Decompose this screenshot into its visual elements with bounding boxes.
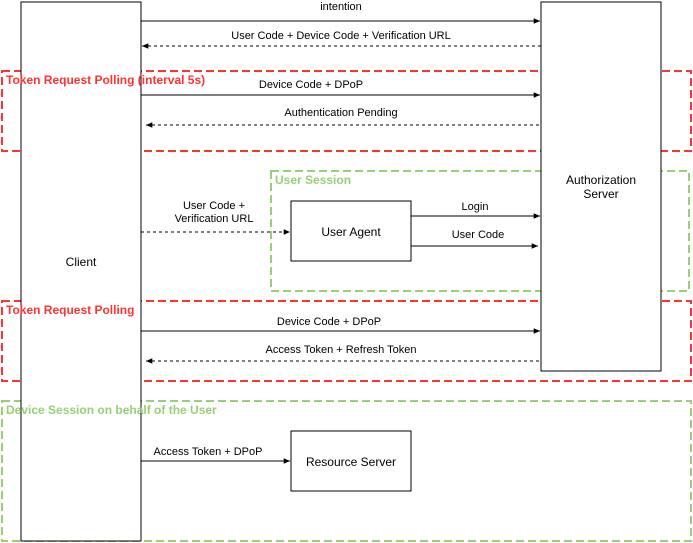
user-agent-label: User Agent [321,225,381,239]
group-device-session-label: Device Session on behalf of the User [6,403,217,417]
group-user-session-label: User Session [275,173,351,187]
group-device-session-frame [1,400,692,542]
msg-device-code-dpop-1-label: Device Code + DPoP [259,79,363,91]
msg-user-code-url-label-line1: User Code + [183,200,245,212]
resource-server-label: Resource Server [306,455,396,469]
client-box [20,1,142,542]
msg-login-label: Login [462,201,489,213]
group-polling-label: Token Request Polling [6,303,134,317]
msg-access-token-dpop-label: Access Token + DPoP [154,446,263,458]
group-user-session-frame [270,170,690,292]
msg-user-code-label: User Code [452,229,505,241]
client-label: Client [66,255,97,269]
auth-server-label-line1: Authorization [566,173,636,187]
auth-server-box [540,1,662,372]
auth-server-label-line2: Server [583,187,618,201]
group-polling-interval-label: Token Request Polling (interval 5s) [6,73,205,87]
msg-device-code-dpop-2-label: Device Code + DPoP [277,316,381,328]
msg-intention-label: intention [320,1,362,13]
msg-auth-pending-label: Authentication Pending [284,107,397,119]
resource-server-box [290,430,412,492]
user-agent-box [290,200,412,262]
msg-codes-label: User Code + Device Code + Verification U… [231,30,451,42]
msg-user-code-url-label-line2: Verification URL [175,213,254,225]
msg-tokens-label: Access Token + Refresh Token [266,344,417,356]
